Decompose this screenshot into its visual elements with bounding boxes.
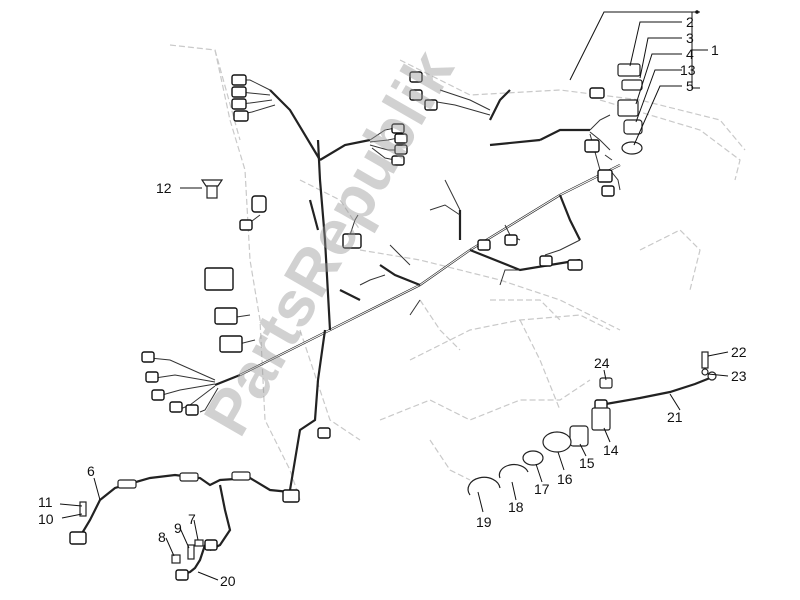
connector xyxy=(231,98,247,110)
wire-sleeve xyxy=(231,471,251,481)
connector xyxy=(141,351,155,363)
callout-13: 13 xyxy=(680,62,696,78)
connector xyxy=(214,307,238,325)
connector xyxy=(409,89,423,101)
callout-2: 2 xyxy=(686,14,694,30)
callout-10: 10 xyxy=(38,511,54,527)
callout-19: 19 xyxy=(476,514,492,530)
callout-3: 3 xyxy=(686,30,694,46)
harness-end-connector xyxy=(282,489,300,503)
callout-12: 12 xyxy=(156,180,172,196)
part-15-bracket xyxy=(569,425,589,447)
callout-5: 5 xyxy=(686,78,694,94)
cable-part-20 xyxy=(175,539,218,581)
callout-18: 18 xyxy=(508,499,524,515)
connector xyxy=(391,123,405,134)
connector xyxy=(219,335,243,353)
connector xyxy=(601,185,615,197)
part-2-3-4-fuses xyxy=(617,63,643,91)
connector xyxy=(584,139,600,153)
callout-9: 9 xyxy=(174,520,182,536)
bracket-dot xyxy=(695,10,699,14)
part-9-10-11-screws xyxy=(79,501,195,564)
part-7-fastener xyxy=(194,539,204,547)
watermark-text: PartsRepublik xyxy=(190,38,468,447)
connector xyxy=(539,255,553,267)
callout-labels: 1 2 3 4 13 5 12 6 11 10 8 9 7 20 19 18 1… xyxy=(38,14,747,589)
harness-connectors xyxy=(141,71,615,439)
main-harness xyxy=(214,89,621,491)
callout-22: 22 xyxy=(731,344,747,360)
connector xyxy=(391,155,405,166)
cable-terminal xyxy=(204,539,218,551)
callout-17: 17 xyxy=(534,481,550,497)
connector xyxy=(151,389,165,401)
connector xyxy=(477,239,491,251)
cable-terminal xyxy=(175,569,189,581)
callout-21: 21 xyxy=(667,409,683,425)
part-17-clamp xyxy=(522,450,544,466)
part-19-ring xyxy=(467,476,501,496)
part-5-13-relay xyxy=(617,99,643,155)
connector xyxy=(424,99,438,111)
connector xyxy=(394,133,408,144)
connector xyxy=(394,144,408,155)
callout-14: 14 xyxy=(603,442,619,458)
connector xyxy=(239,219,253,231)
callout-23: 23 xyxy=(731,368,747,384)
part-18-ring xyxy=(498,463,529,479)
connector xyxy=(597,169,613,183)
connector xyxy=(409,71,423,83)
callout-8: 8 xyxy=(158,529,166,545)
part-14-clip xyxy=(591,407,611,431)
control-unit xyxy=(204,267,234,291)
connector xyxy=(233,110,249,122)
callout-7: 7 xyxy=(188,511,196,527)
callout-6: 6 xyxy=(87,463,95,479)
connector xyxy=(231,86,247,98)
callout-4: 4 xyxy=(686,46,694,62)
connector xyxy=(589,87,605,99)
cable-part-21 xyxy=(594,371,717,411)
connector xyxy=(185,404,199,416)
wire-sleeve xyxy=(179,472,199,482)
connector xyxy=(145,371,159,383)
cable-eyelet xyxy=(707,371,717,381)
wire-sleeve xyxy=(117,479,137,489)
connector xyxy=(342,233,362,249)
callout-24: 24 xyxy=(594,355,610,371)
connector xyxy=(169,401,183,413)
callout-15: 15 xyxy=(579,455,595,471)
callout-20: 20 xyxy=(220,573,236,589)
connector xyxy=(567,259,583,271)
connector xyxy=(504,234,518,246)
connector xyxy=(317,427,331,439)
part-16-clamp xyxy=(542,431,572,453)
callout-1: 1 xyxy=(711,42,719,58)
part-22-23-bolt xyxy=(701,351,709,376)
callout-11: 11 xyxy=(38,494,53,510)
connector xyxy=(251,195,267,213)
part-12-bolt xyxy=(200,179,224,199)
connector xyxy=(231,74,247,86)
harness-end-connector xyxy=(69,531,87,545)
callout-16: 16 xyxy=(557,471,573,487)
